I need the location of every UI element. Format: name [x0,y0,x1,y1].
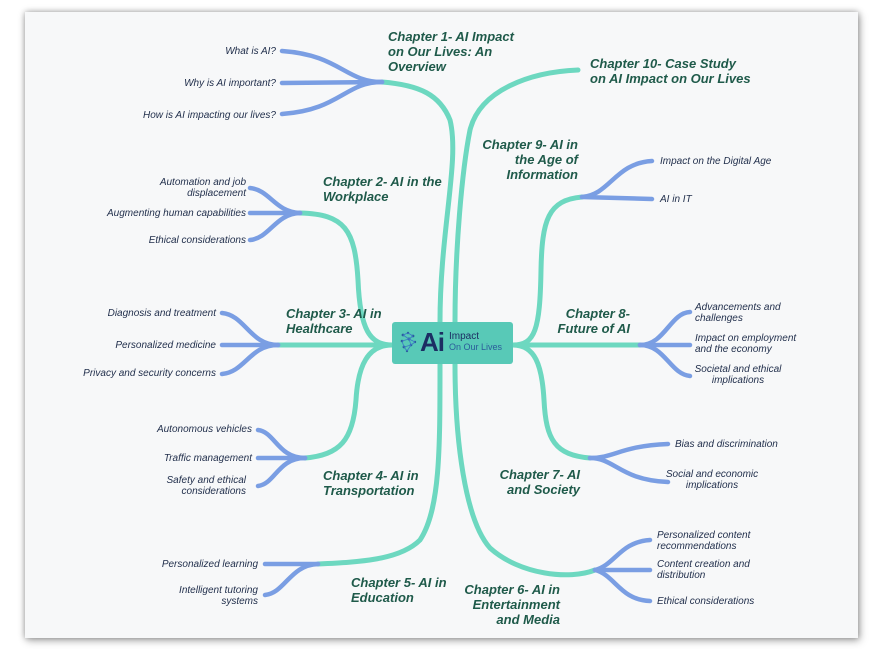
branch-ch4 [302,342,395,461]
topic-ch1-2[interactable]: Why is AI important? [184,78,276,89]
topic-ch4-1[interactable]: Autonomous vehicles [156,424,252,435]
topic-ch9-1[interactable]: Impact on the Digital Age [660,156,772,167]
logo-ai-text: Ai [420,327,445,357]
branch-ch7 [510,342,593,461]
chapter-6[interactable]: Chapter 6- AI in Entertainment and Media [464,582,560,627]
topic-ch2-2[interactable]: Augmenting human capabilities [107,208,246,219]
topic-ch1-1[interactable]: What is AI? [225,46,276,57]
topic-ch4-3[interactable]: Safety and ethical considerations [166,475,247,497]
topic-ch5-2[interactable]: Intelligent tutoring systems [179,585,258,607]
topic-ch2-1[interactable]: Automation and job displacement [159,177,246,199]
topic-ch2-3[interactable]: Ethical considerations [148,235,246,246]
chapter-7[interactable]: Chapter 7- AI and Society [499,467,580,497]
topic-ch7-2[interactable]: Social and economic implications [665,469,759,491]
center-title: Impact [449,331,480,342]
chapter-5[interactable]: Chapter 5- AI in Education [351,575,447,605]
branch-ch9 [510,194,585,348]
central-topic[interactable]: Ai Impact On Our Lives [392,322,513,364]
center-subtitle: On Our Lives [449,342,503,352]
topic-ch3-3[interactable]: Privacy and security concerns [83,368,216,379]
brain-icon [400,331,417,353]
branch-ch1 [379,79,456,325]
topic-ch3-2[interactable]: Personalized medicine [115,340,216,351]
chapter-10[interactable]: Chapter 10- Case Study on AI Impact on O… [590,56,751,86]
topic-ch1-3[interactable]: How is AI impacting our lives? [142,110,276,121]
chapter-2[interactable]: Chapter 2- AI in the Workplace [323,174,442,204]
topic-ch8-1[interactable]: Advancements and challenges [695,302,781,324]
topic-ch4-2[interactable]: Traffic management [163,453,252,464]
topic-ch8-3[interactable]: Societal and ethical implications [694,364,782,386]
topic-ch7-1[interactable]: Bias and discrimination [675,439,778,450]
branch-ch2 [297,210,395,348]
chapter-4[interactable]: Chapter 4- AI in Transportation [323,468,419,498]
chapter-1[interactable]: Chapter 1- AI Impact on Our Lives: An Ov… [388,29,514,74]
branch-ch6 [452,361,598,578]
topic-ch5-1[interactable]: Personalized learning [161,559,258,570]
chapter-9[interactable]: Chapter 9- AI in the Age of Information [482,137,578,182]
chapter-3[interactable]: Chapter 3- AI in Healthcare [286,306,382,336]
chapter-8[interactable]: Chapter 8- Future of AI [557,306,630,336]
topic-ch8-2[interactable]: Impact on employment and the economy [695,333,797,355]
topic-ch6-1[interactable]: Personalized content recommendations [657,530,751,552]
topic-ch9-2[interactable]: AI in IT [660,194,692,205]
topic-ch6-2[interactable]: Content creation and distribution [657,559,750,581]
topic-ch3-1[interactable]: Diagnosis and treatment [107,308,216,319]
branch-ch5 [315,361,443,567]
branch-ch10 [452,67,581,325]
topic-ch6-3[interactable]: Ethical considerations [657,596,755,607]
